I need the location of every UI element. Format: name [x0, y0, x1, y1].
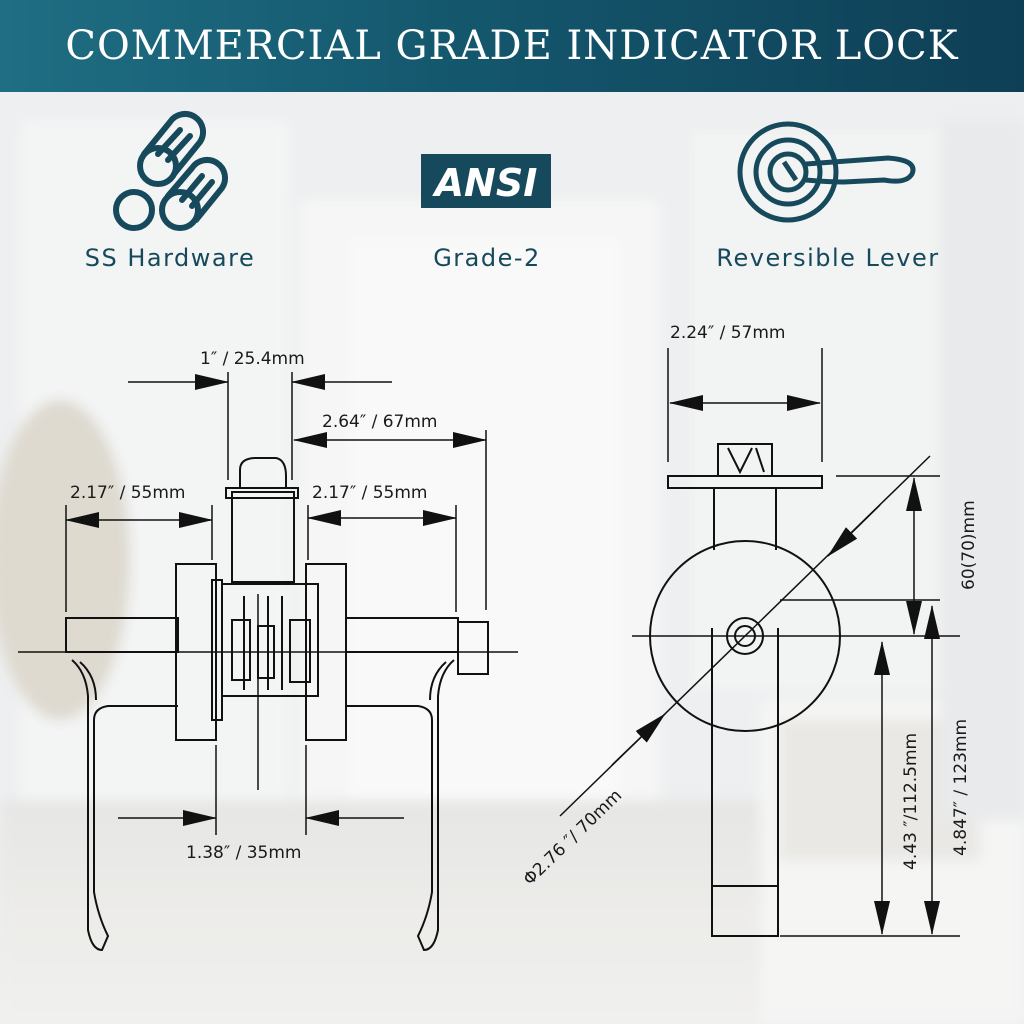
feature-ss-hardware: SS Hardware [20, 108, 320, 288]
side-view-drawing [18, 457, 518, 952]
lever-handle-icon [737, 121, 916, 223]
feature-grade-2: ANSI Grade-2 [337, 108, 637, 288]
dim-lever-length-short: 4.43 ″/112.5mm [901, 733, 921, 870]
dim-spindle-width: 1″ / 25.4mm [200, 349, 305, 369]
ansi-badge-icon: ANSI [421, 154, 551, 208]
page-title: COMMERCIAL GRADE INDICATOR LOCK [65, 23, 959, 69]
dim-lever-projection-left: 2.17″ / 55mm [70, 483, 186, 503]
side-view-dimensions [65, 372, 487, 835]
dim-backset: 60(70)mm [959, 500, 979, 590]
feature-label-grade-2: Grade-2 [433, 244, 541, 272]
ansi-badge-text: ANSI [432, 161, 538, 205]
dim-lever-length-long: 4.847″ / 123mm [951, 719, 971, 856]
feature-label-reversible-lever: Reversible Lever [716, 244, 940, 272]
steel-bars-icon [113, 111, 229, 231]
feature-reversible-lever: Reversible Lever [678, 108, 978, 288]
dim-latch-width: 2.24″ / 57mm [670, 323, 786, 343]
front-view-dimensions [559, 348, 960, 937]
title-banner: COMMERCIAL GRADE INDICATOR LOCK [0, 0, 1024, 92]
dim-door-thickness: 1.38″ / 35mm [186, 843, 302, 863]
front-view-drawing [632, 443, 960, 937]
dim-outside-projection: 2.64″ / 67mm [322, 412, 438, 432]
dim-rose-diameter: Φ2.76 ″/ 70mm [520, 786, 627, 890]
feature-label-ss-hardware: SS Hardware [84, 244, 256, 272]
dim-lever-projection-right: 2.17″ / 55mm [312, 483, 428, 503]
